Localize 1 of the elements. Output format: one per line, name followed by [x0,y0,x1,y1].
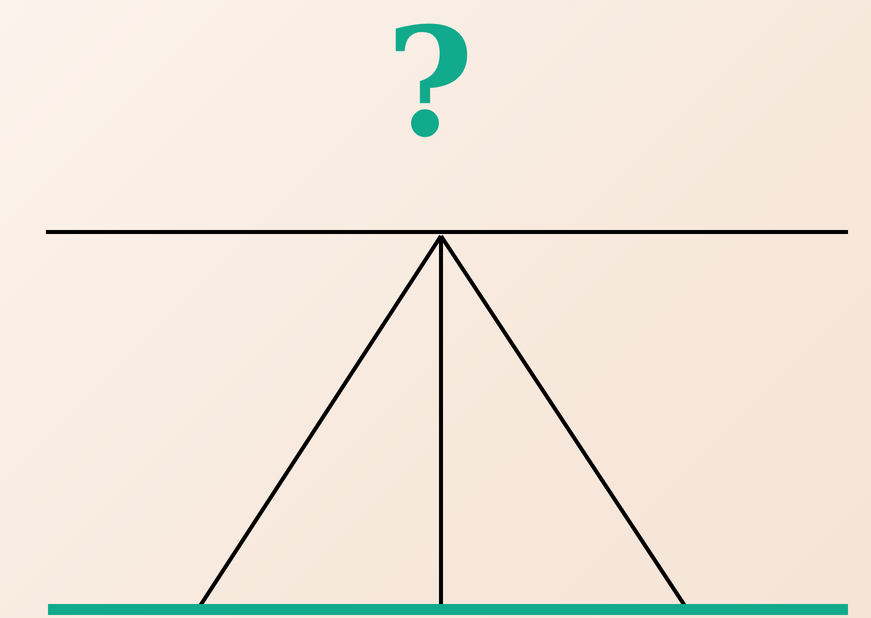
question-mark: ? [386,8,474,158]
